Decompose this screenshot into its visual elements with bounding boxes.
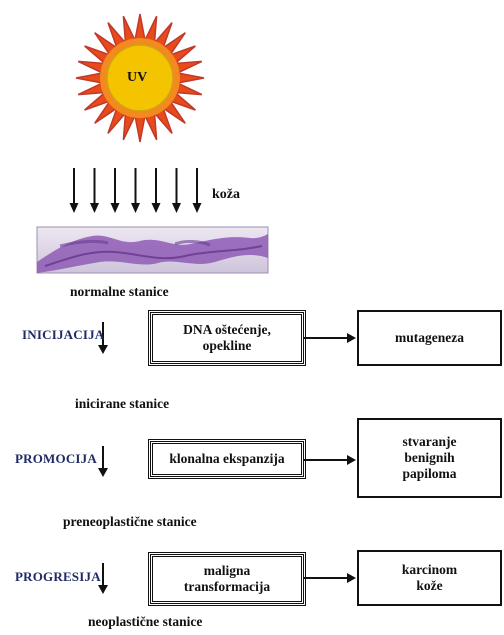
- skin-label: koža: [212, 187, 240, 202]
- uv-arrow-head: [151, 203, 161, 213]
- sun-disc: [106, 44, 174, 112]
- stage-arrows: [98, 322, 108, 594]
- normal-cells-label: normalne stanice: [70, 284, 169, 299]
- stage-progression-label: PROGRESIJA: [15, 569, 101, 584]
- outcome-arrows: [303, 333, 356, 583]
- outcome-box-initiation: mutageneza: [357, 310, 502, 366]
- process-box-initiation: DNA oštećenje, opekline: [148, 310, 306, 366]
- outcome-box-promotion: stvaranje benignih papiloma: [357, 418, 502, 498]
- stage-promotion-label: PROMOCIJA: [15, 451, 97, 466]
- neoplastic-cells-label: neoplastične stanice: [88, 614, 203, 629]
- outcome-box-progression: karcinom kože: [357, 550, 502, 606]
- process-text-progression: maligna transformacija: [183, 563, 271, 594]
- process-box-promotion: klonalna ekspanzija: [148, 439, 306, 479]
- uv-arrow-head: [192, 203, 202, 213]
- sun-icon: [75, 13, 205, 143]
- skin-histology-image: [36, 226, 269, 274]
- uv-arrow-head: [131, 203, 140, 213]
- outcome-text-progression: karcinom kože: [401, 562, 458, 593]
- uv-arrow-head: [69, 203, 79, 213]
- process-text-promotion: klonalna ekspanzija: [169, 451, 285, 467]
- uv-arrows: [69, 168, 202, 213]
- stage-initiation-label: INICIJACIJA: [22, 327, 105, 342]
- uv-label: UV: [127, 70, 148, 85]
- uv-arrow-head: [90, 203, 99, 213]
- preneoplastic-cells-label: preneoplastične stanice: [63, 514, 197, 529]
- process-box-progression: maligna transformacija: [148, 552, 306, 606]
- uv-arrow-head: [172, 203, 181, 213]
- initiated-cells-label: inicirane stanice: [75, 396, 170, 411]
- process-text-initiation: DNA oštećenje, opekline: [183, 322, 271, 353]
- uv-arrow-head: [110, 203, 120, 213]
- outcome-text-initiation: mutageneza: [395, 330, 464, 346]
- outcome-text-promotion: stvaranje benignih papiloma: [402, 434, 457, 481]
